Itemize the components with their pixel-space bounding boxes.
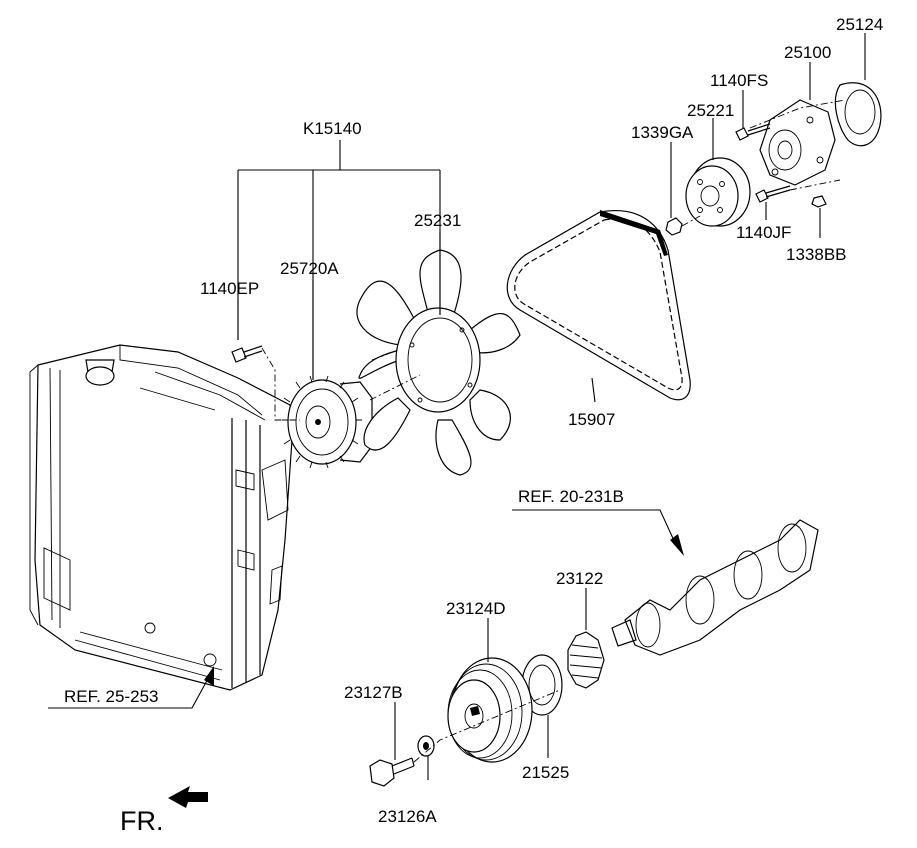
label-1339ga: 1339GA <box>631 123 694 142</box>
washer-23126a <box>417 735 435 757</box>
cooling-fan <box>356 249 521 476</box>
label-25221: 25221 <box>687 101 734 120</box>
label-1338bb: 1338BB <box>786 245 847 264</box>
timing-gear <box>567 631 605 689</box>
drive-belt <box>506 210 691 401</box>
water-pump <box>759 99 836 186</box>
label-1140jf: 1140JF <box>736 223 791 242</box>
label-15907: 15907 <box>568 410 615 429</box>
crankshaft-pulley <box>447 657 533 763</box>
bolt-23127b <box>369 757 415 787</box>
fan-clutch <box>282 375 373 469</box>
label-ref-20-231b: REF. 20-231B <box>518 487 624 506</box>
crankshaft <box>611 519 819 656</box>
front-arrow-icon <box>168 786 208 808</box>
label-23126a: 23126A <box>378 807 437 826</box>
label-1140ep: 1140EP <box>200 279 259 298</box>
label-25100: 25100 <box>784 43 831 62</box>
bolt-1140jf <box>755 185 791 203</box>
water-pump-pulley <box>685 157 751 227</box>
label-21525: 21525 <box>522 763 569 782</box>
label-23127b: 23127B <box>344 683 403 702</box>
label-1140fs: 1140FS <box>710 71 768 90</box>
label-25124: 25124 <box>836 15 883 34</box>
label-front: FR. <box>120 806 164 836</box>
gasket <box>834 82 882 147</box>
label-25231: 25231 <box>414 211 461 230</box>
radiator-assembly <box>29 344 293 691</box>
label-23122: 23122 <box>556 569 603 588</box>
label-23124d: 23124D <box>446 599 506 618</box>
nut-1338bb <box>811 195 827 208</box>
nut-1339ga <box>665 217 683 236</box>
bolt-1140ep <box>231 345 263 363</box>
label-ref-25-253: REF. 25-253 <box>64 687 159 706</box>
label-k15140: K15140 <box>303 119 362 138</box>
bolt-1140fs <box>735 123 771 141</box>
leader-lines <box>48 33 866 780</box>
label-25720a: 25720A <box>280 259 339 278</box>
